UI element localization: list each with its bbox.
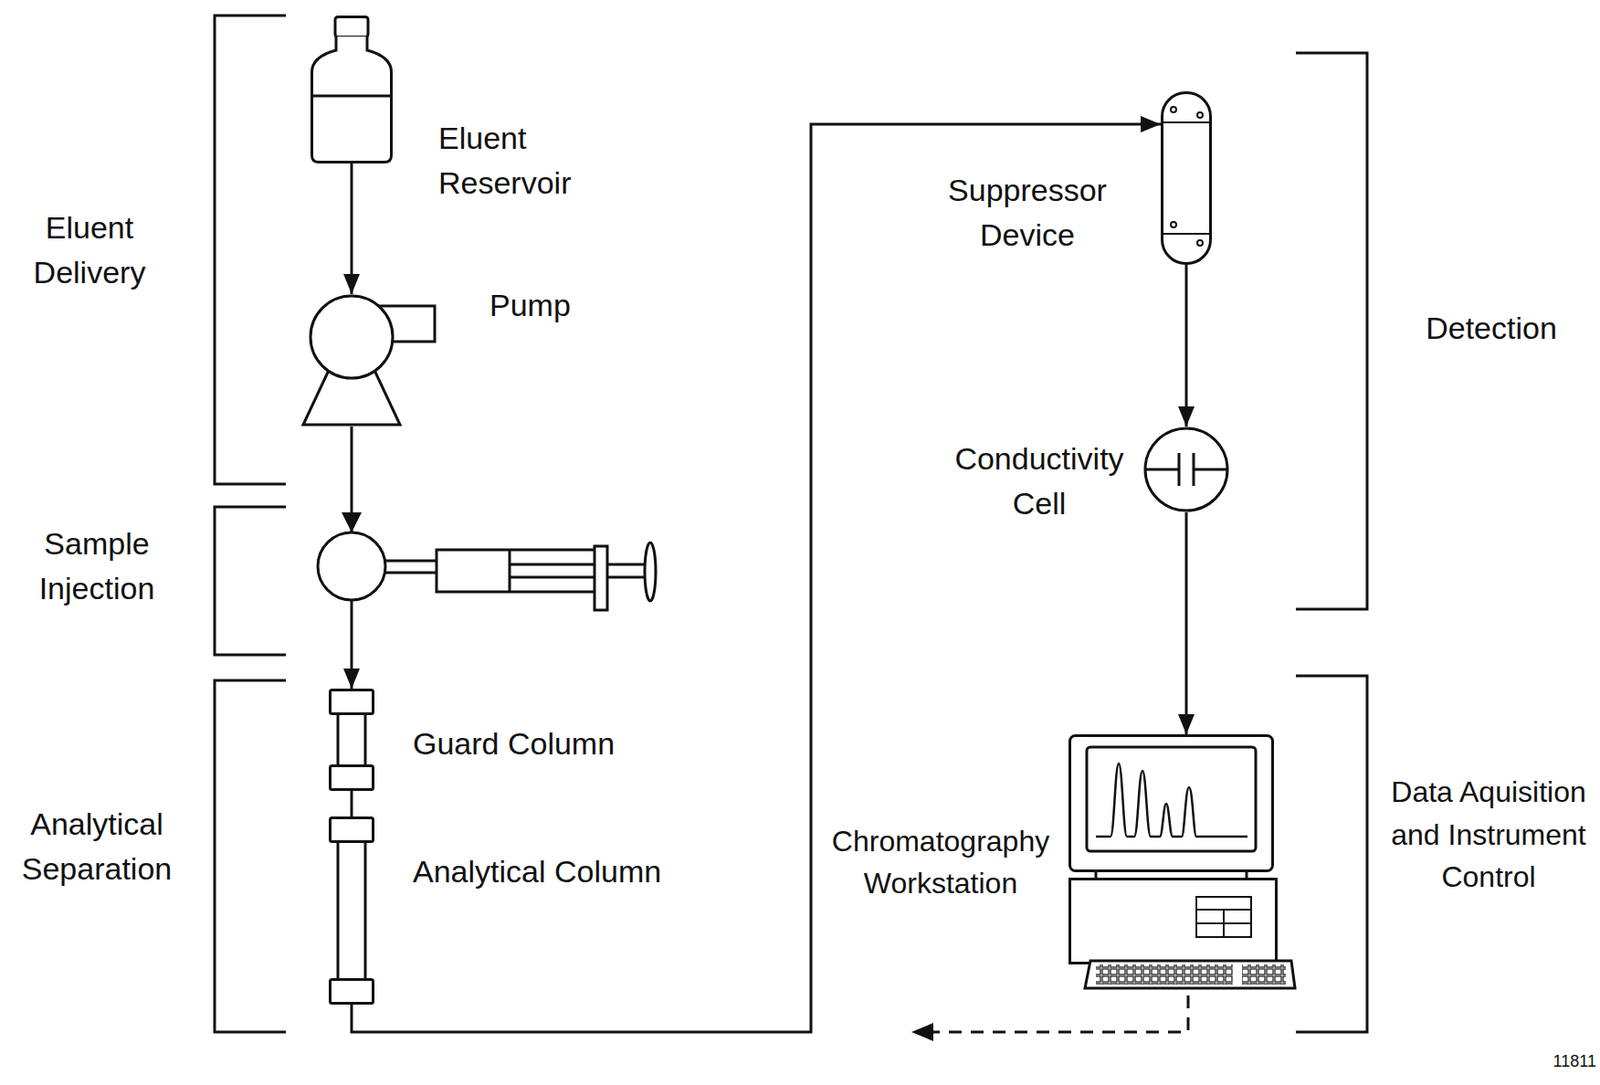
flow-arrow — [1185, 264, 1189, 427]
pump-symbol: Pump — [301, 294, 437, 427]
component-label: Guard Column — [412, 721, 615, 767]
drawing-part — [335, 17, 369, 38]
flow-arrow — [1185, 512, 1189, 735]
drawing-part — [1145, 428, 1228, 511]
flow-arrow — [351, 124, 1161, 1032]
drawing-part — [1095, 763, 1248, 837]
drawing-part — [1196, 922, 1252, 925]
workstation-outline — [1068, 734, 1296, 990]
drawing-part — [337, 714, 366, 767]
drawing-part — [1145, 468, 1179, 472]
arrowhead — [341, 512, 362, 533]
drawing-part — [1196, 896, 1252, 937]
plunger-piston — [508, 549, 512, 592]
guard-column-outline — [328, 688, 375, 791]
drawing-part — [1170, 221, 1177, 228]
drawing-part — [1070, 879, 1277, 964]
drawing-part — [1162, 121, 1211, 124]
drawing-part — [1242, 964, 1286, 985]
drawing-part — [1193, 468, 1228, 472]
section-label: Analytical Separation — [10, 801, 184, 893]
pump-symbol-outline — [301, 294, 437, 427]
plunger-handle — [644, 542, 656, 601]
reservoir-bottle: Eluent Reservoir — [310, 15, 393, 164]
bracket — [214, 506, 286, 655]
guard-column: Guard Column — [328, 688, 375, 791]
flow-arrow — [350, 790, 354, 817]
drawing-part — [337, 842, 366, 980]
analytical-column-outline — [328, 816, 375, 1005]
bracket — [1295, 675, 1368, 1032]
section-brackets — [214, 15, 1368, 1032]
needle — [385, 559, 437, 563]
analytical-column: Analytical Column — [328, 816, 375, 1005]
drawing-part — [1162, 232, 1211, 235]
drawing-part — [310, 295, 393, 379]
component-label: Analytical Column — [412, 849, 662, 895]
component-label: Pump — [489, 283, 571, 328]
drawing-part — [1197, 112, 1203, 118]
conductivity-cell: Conductivity Cell — [1143, 426, 1230, 513]
component-label: Eluent Reservoir — [438, 115, 603, 207]
syringe-flange — [594, 546, 608, 611]
section-label: Data Aquisition and Instrument Control — [1383, 770, 1594, 898]
section-label: Sample Injection — [19, 521, 175, 612]
drawing-part — [1086, 747, 1256, 852]
syringe-barrel — [436, 549, 597, 592]
bracket — [214, 15, 286, 485]
section-label: Detection — [1400, 305, 1583, 351]
drawing-part — [1070, 736, 1274, 872]
injection-valve — [317, 512, 386, 600]
drawing-part — [1197, 240, 1203, 246]
bracket — [214, 680, 286, 1032]
needle — [385, 571, 437, 575]
drawing-part — [1170, 106, 1177, 113]
drawing-part — [312, 94, 392, 98]
drawing-part — [330, 979, 374, 1004]
figure-number: 11811 — [1553, 1049, 1597, 1074]
suppressor-device: Suppressor Device — [1160, 91, 1212, 265]
drawing-part — [330, 818, 374, 843]
syringe — [385, 542, 656, 611]
valve-circle — [317, 532, 386, 600]
drawing-part — [330, 766, 374, 790]
drawing-part — [1095, 964, 1233, 985]
drawing-part — [330, 690, 374, 715]
plunger-rod — [509, 576, 648, 579]
suppressor-device-outline — [1160, 91, 1212, 265]
component-label: Chromatography Workstation — [817, 820, 1064, 906]
drawing-part — [1162, 93, 1211, 264]
section-label: Eluent Delivery — [16, 205, 163, 296]
drawing-part — [1178, 452, 1181, 486]
conductivity-cell-outline — [1143, 426, 1230, 513]
component-label: Conductivity Cell — [943, 436, 1136, 527]
component-label: Suppressor Device — [936, 168, 1119, 259]
dashed-arrow — [931, 995, 1189, 1032]
plunger-rod — [509, 563, 648, 567]
workstation: Chromatography Workstation — [1068, 734, 1296, 990]
reservoir-bottle-outline — [310, 15, 393, 164]
drawing-part — [312, 36, 392, 163]
control-return — [911, 995, 1189, 1042]
drawing-part — [1084, 960, 1295, 989]
bracket — [1295, 52, 1368, 610]
flow-arrow — [350, 163, 354, 295]
arrowhead — [911, 1022, 934, 1042]
